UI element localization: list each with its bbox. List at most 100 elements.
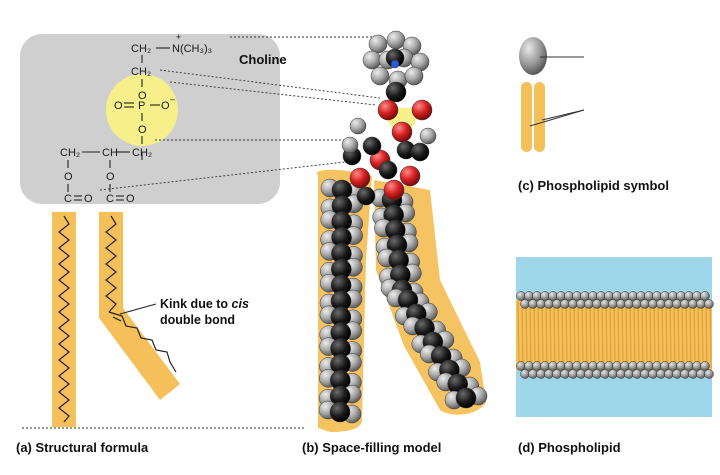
- bilayer-head-upper: [684, 291, 694, 301]
- bilayer-head-lower: [592, 369, 602, 379]
- bilayer-tail-stripe: [553, 301, 556, 369]
- bilayer-head-upper: [620, 291, 630, 301]
- formula-o-upper: O: [138, 90, 147, 102]
- bilayer-head-upper: [632, 299, 642, 309]
- bilayer-tail-stripe: [673, 301, 676, 369]
- hydrogen-atom: [349, 117, 367, 135]
- bilayer-tail-stripe: [697, 301, 700, 369]
- bilayer-head-upper: [616, 299, 626, 309]
- bilayer-head-rows: [516, 291, 714, 379]
- bilayer-tail-stripe: [561, 301, 564, 369]
- bilayer-head-lower: [544, 369, 554, 379]
- oxygen-atom: [377, 99, 399, 121]
- formula-ch2-top: CH₂: [131, 43, 151, 55]
- hydrogen-atom: [370, 66, 390, 86]
- bilayer-tail-stripe: [517, 301, 520, 369]
- bilayer-head-lower: [632, 369, 642, 379]
- bilayer-tail-stripe: [665, 301, 668, 369]
- bilayer-head-lower: [576, 369, 586, 379]
- bilayer-tail-stripe: [689, 301, 692, 369]
- unsaturated-tail-band: [99, 212, 180, 400]
- bilayer-head-lower: [520, 369, 530, 379]
- bilayer-tail-stripe: [661, 301, 664, 369]
- bilayer-head-upper: [580, 291, 590, 301]
- formula-phos-o-charge: –: [170, 94, 175, 104]
- symbol-tail-left: [521, 82, 532, 152]
- bilayer-head-lower: [528, 369, 538, 379]
- bilayer-tail-stripe: [641, 301, 644, 369]
- bilayer-tail-stripe: [621, 301, 624, 369]
- carbon-atom: [378, 160, 398, 180]
- bilayer-head-lower: [652, 361, 662, 371]
- hydrogen-atom: [362, 50, 382, 70]
- carbon-atom: [455, 387, 477, 409]
- bilayer-head-upper: [588, 291, 598, 301]
- formula-carbonyl-c-right: C: [106, 193, 114, 205]
- bilayer-head-upper: [596, 291, 606, 301]
- bilayer-head-upper: [568, 299, 578, 309]
- bilayer-head-upper: [680, 299, 690, 309]
- formula-ester-o-left: O: [64, 171, 73, 183]
- bilayer-head-lower: [644, 361, 654, 371]
- bilayer-tail-stripe: [573, 301, 576, 369]
- bilayer-head-lower: [696, 369, 706, 379]
- phosphate-highlight: [106, 74, 178, 146]
- bilayer-head-lower: [664, 369, 674, 379]
- bilayer-head-upper: [552, 299, 562, 309]
- caption-d: (d) Phospholipid: [518, 440, 621, 455]
- phospholipid-symbol: [519, 37, 585, 152]
- bilayer-head-lower: [704, 369, 714, 379]
- bilayer-head-upper: [612, 291, 622, 301]
- bilayer-head-lower: [540, 361, 550, 371]
- bilayer-tail-stripe: [705, 301, 708, 369]
- bilayer-tail-stripe: [657, 301, 660, 369]
- bilayer-tail-stripe: [629, 301, 632, 369]
- bilayer-illustration: [516, 257, 714, 417]
- bilayer-tail-stripe: [557, 301, 560, 369]
- formula-phos-p: P: [138, 100, 145, 112]
- bilayer-head-upper: [560, 299, 570, 309]
- bilayer-head-upper: [648, 299, 658, 309]
- bilayer-head-upper: [640, 299, 650, 309]
- bilayer-head-lower: [560, 369, 570, 379]
- bilayer-tail-stripe: [521, 301, 524, 369]
- bilayer-tail-stripe: [545, 301, 548, 369]
- formula-atoms: CH₂ N(CH₃)₃ + CH₂ O O P O – O CH₂ CH CH₂…: [60, 32, 212, 205]
- model-atoms: [318, 30, 488, 424]
- bilayer-tail-stripe: [693, 301, 696, 369]
- bilayer-tail-stripe: [625, 301, 628, 369]
- bilayer-head-upper: [628, 291, 638, 301]
- bilayer-head-upper: [548, 291, 558, 301]
- bilayer-tail-stripe: [609, 301, 612, 369]
- bilayer-tail-stripe: [577, 301, 580, 369]
- space-filling-model: [316, 30, 488, 432]
- bilayer-head-upper: [700, 291, 710, 301]
- bilayer-head-upper: [520, 299, 530, 309]
- bilayer-head-lower: [524, 361, 534, 371]
- bilayer-head-upper: [572, 291, 582, 301]
- kink-label: Kink due to cis double bond: [160, 296, 249, 328]
- bilayer-head-lower: [584, 369, 594, 379]
- bilayer-head-lower: [596, 361, 606, 371]
- formula-glycerol-ch2-right: CH₂: [132, 147, 152, 159]
- bilayer-head-lower: [676, 361, 686, 371]
- oxygen-atom: [411, 99, 433, 121]
- bilayer-tail-stripe: [581, 301, 584, 369]
- formula-carbonyl-o-left: O: [84, 193, 93, 205]
- formula-carbonyl-c-left: C: [64, 193, 72, 205]
- bilayer-head-lower: [564, 361, 574, 371]
- bilayer-tail-stripe: [569, 301, 572, 369]
- bilayer-head-upper: [544, 299, 554, 309]
- carbon-atom: [410, 142, 430, 162]
- bilayer-tail-stripe: [541, 301, 544, 369]
- symbol-hydrophilic-head: [519, 37, 547, 75]
- kink-pointer-line: [119, 303, 157, 315]
- bilayer-tail-stripe: [593, 301, 596, 369]
- bilayer-head-upper: [688, 299, 698, 309]
- bilayer-head-upper: [668, 291, 678, 301]
- bilayer-head-upper: [592, 299, 602, 309]
- bilayer-head-upper: [704, 299, 714, 309]
- bilayer-head-lower: [668, 361, 678, 371]
